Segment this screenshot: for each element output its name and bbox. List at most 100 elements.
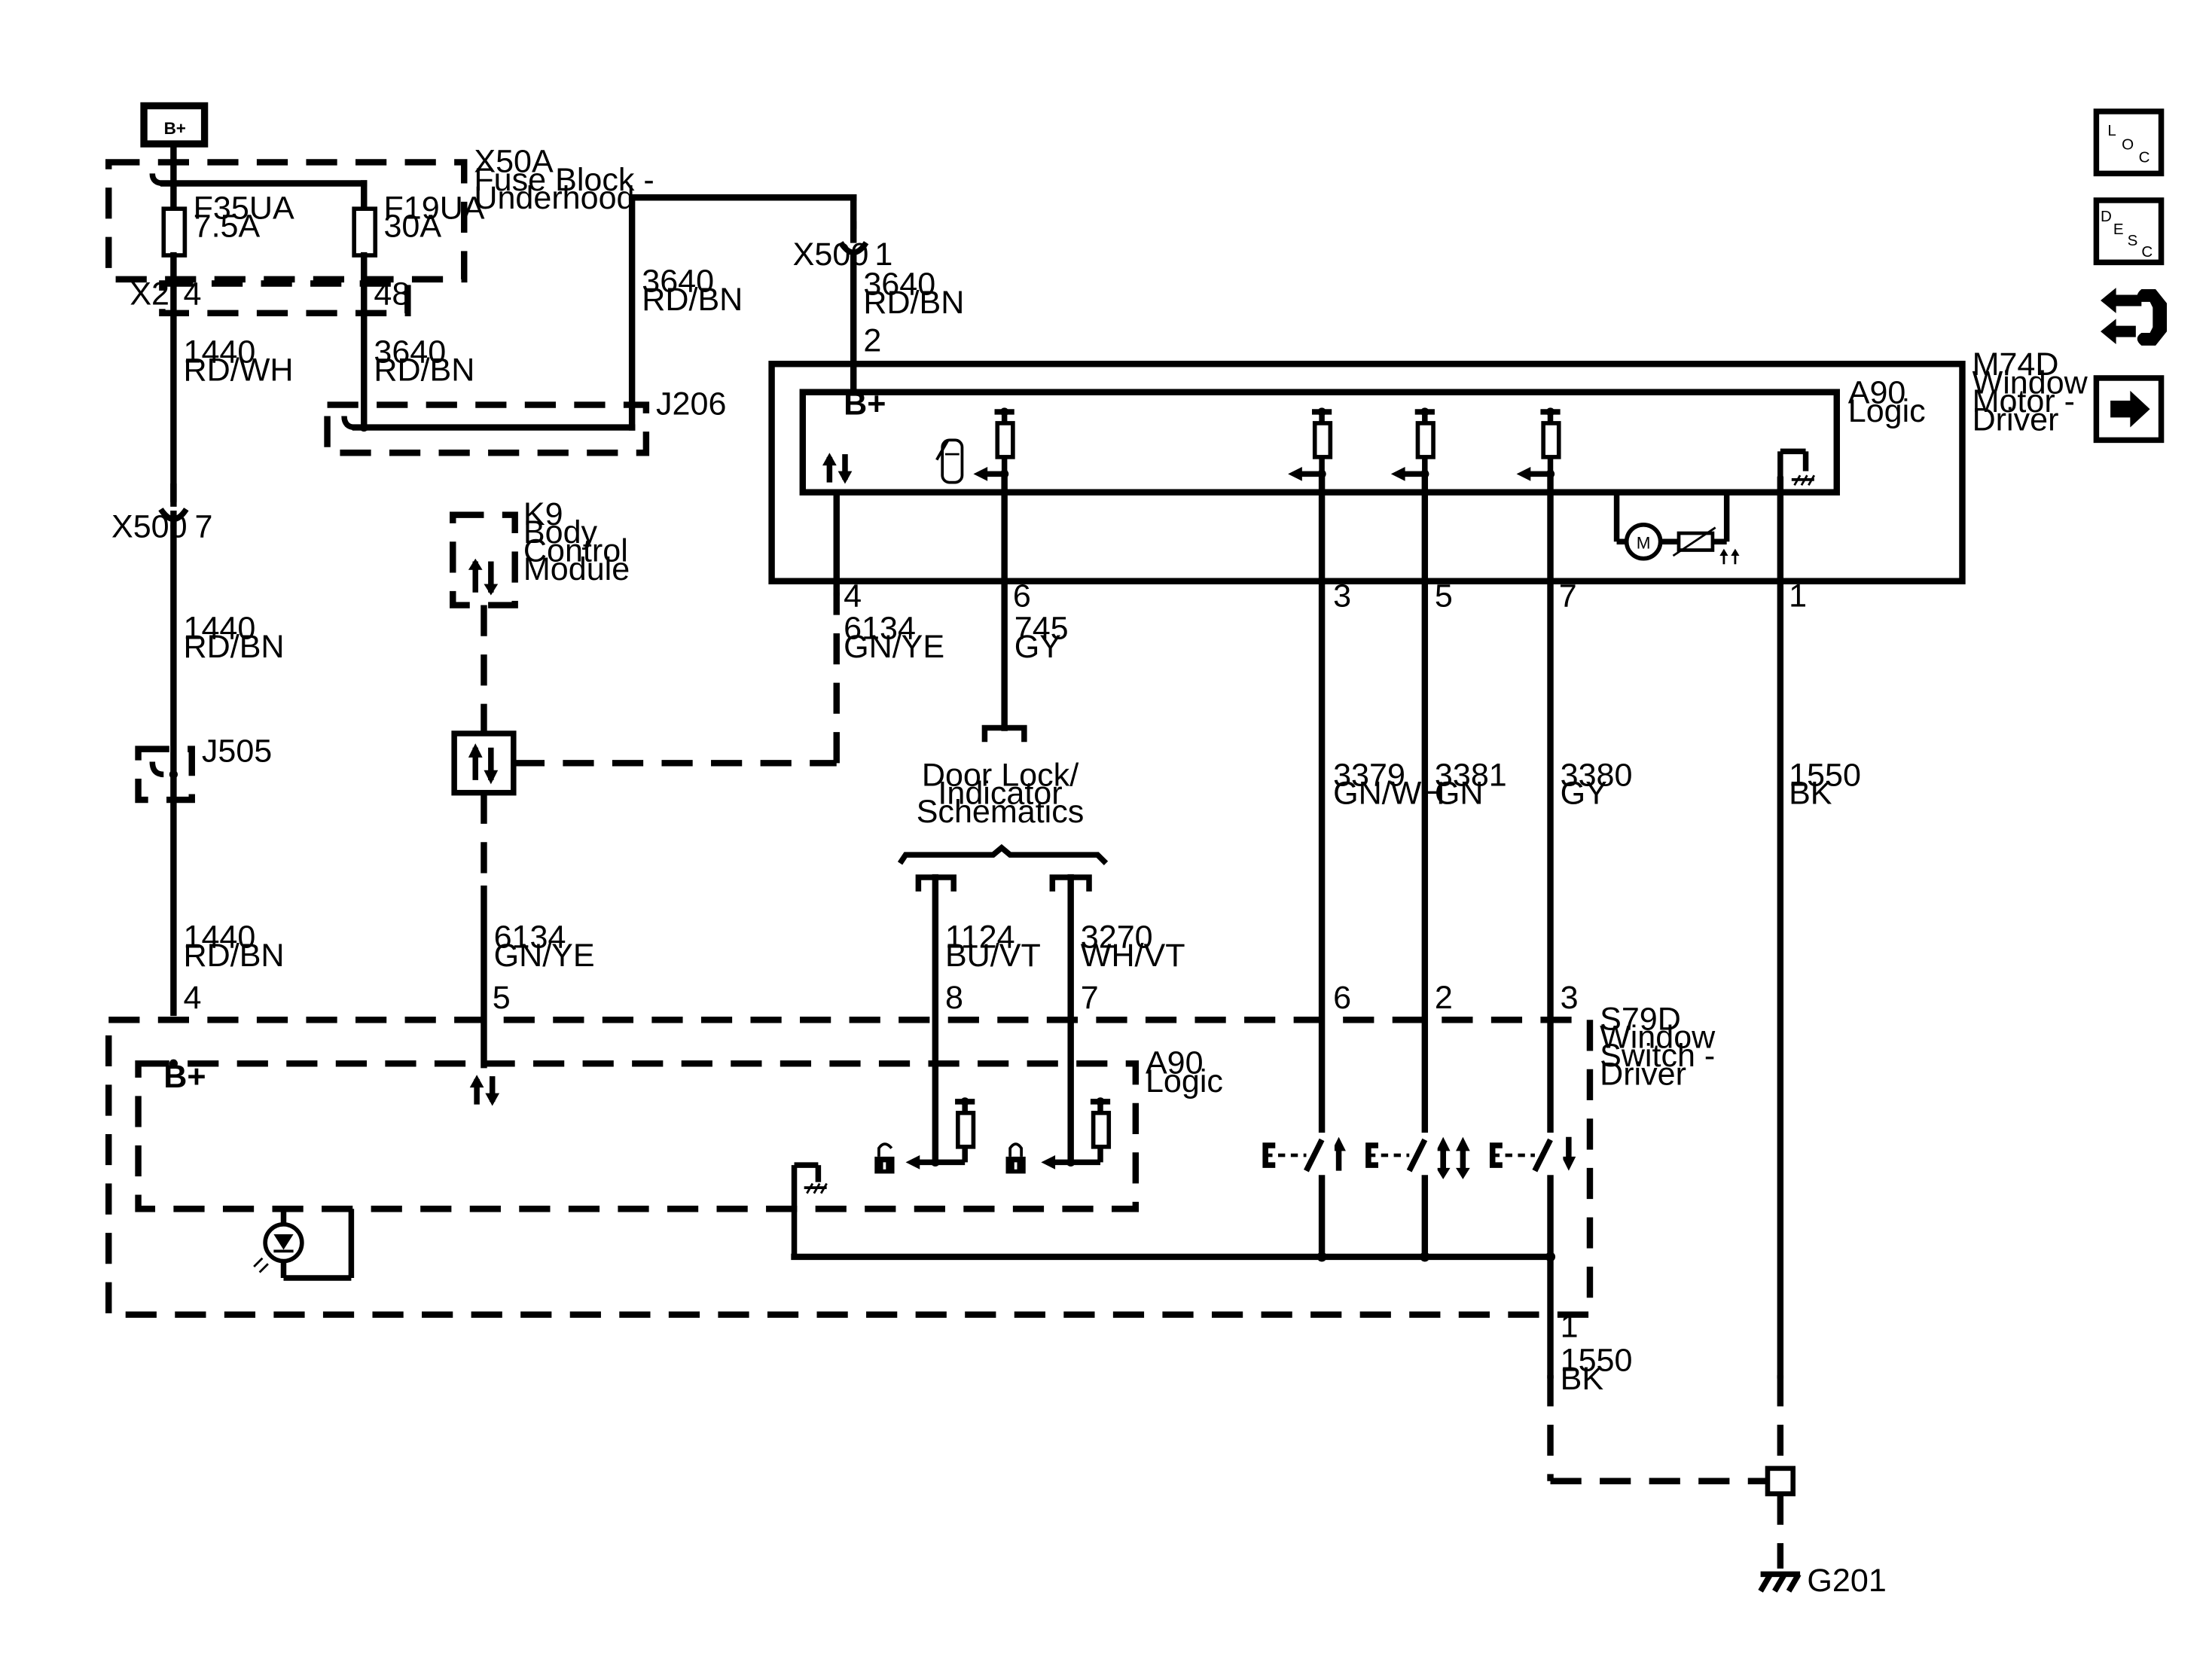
splice-j206: J206 bbox=[324, 194, 857, 456]
motor-unit: M bbox=[1613, 492, 1740, 565]
wire-3381-num: 3381 bbox=[1435, 757, 1507, 793]
wire-1124-num: 1124 bbox=[945, 919, 1015, 956]
fuse1-amp: 7.5A bbox=[194, 209, 261, 245]
loc-button[interactable]: L O C bbox=[2093, 108, 2165, 177]
bcm-name-2: Control bbox=[523, 532, 628, 569]
fuse-block-x50a: X50A Fuse Block - Underhood F35UA 7.5A F… bbox=[105, 144, 654, 1017]
motor-pin1: 1 bbox=[1789, 578, 1807, 614]
door-lock-line-2: Indicator bbox=[938, 776, 1062, 812]
wire-3640-num-3: 3640 bbox=[863, 266, 935, 302]
motor-pin2: 2 bbox=[863, 322, 881, 358]
window-switch-s79d: S79D Window Switch - Driver 4 5 8 7 6 2 … bbox=[105, 980, 1716, 1345]
switch-pin6: 6 bbox=[1333, 980, 1351, 1016]
motor-name-2: Motor - bbox=[1972, 383, 2075, 419]
wire-1440-num-3: 1440 bbox=[184, 919, 256, 956]
wire-1550-num-1: 1550 bbox=[1789, 757, 1861, 793]
x500-pin1: 1 bbox=[874, 236, 892, 273]
battery-supply: B+ bbox=[140, 102, 209, 187]
wire-1440-color-1: RD/WH bbox=[184, 352, 294, 389]
wire-3381-color: GN bbox=[1435, 776, 1484, 812]
x2-pin4: 4 bbox=[184, 276, 202, 313]
wire-6134-color-1: GN/YE bbox=[844, 629, 944, 665]
switch-data-arrow-icon bbox=[469, 1075, 500, 1106]
window-motor-m74d: M74D Window Motor - Driver 2 A90 Logic B… bbox=[768, 322, 2088, 731]
x500-label-2: X500 bbox=[111, 509, 188, 545]
ground-g201-icon: G201 bbox=[1758, 1563, 1887, 1599]
x500-pin7: 7 bbox=[194, 509, 212, 545]
wire-1550-color-2: BK bbox=[1561, 1361, 1604, 1397]
wire-3640-color-1: RD/BN bbox=[374, 352, 474, 389]
j206-label: J206 bbox=[656, 386, 726, 422]
x2-pin48: 48 bbox=[374, 276, 410, 313]
wire-1440-color-2: RD/BN bbox=[184, 629, 285, 665]
door-lock-line-3: Schematics bbox=[917, 794, 1085, 830]
switch-name-3: Driver bbox=[1600, 1056, 1686, 1092]
door-lock-schematic-ref: Door Lock/ Indicator Schematics bbox=[897, 724, 1109, 1166]
express-down-switch bbox=[1489, 1136, 1576, 1173]
switch-logic-ground-icon bbox=[791, 1162, 828, 1257]
motor-logic-ref: A90 bbox=[1848, 375, 1906, 411]
j505-label: J505 bbox=[202, 733, 272, 769]
motor-internal-ground-icon bbox=[1777, 448, 1816, 486]
motor-name-1: Window bbox=[1972, 365, 2088, 401]
wire-745-num: 745 bbox=[1014, 611, 1069, 647]
wire-3380-num: 3380 bbox=[1561, 757, 1633, 793]
fuse2-ref: F19UA bbox=[383, 190, 484, 226]
loc-l: L bbox=[2107, 122, 2116, 139]
bidirectional-arrow-icon bbox=[468, 558, 499, 596]
switch-logic-name: Logic bbox=[1146, 1063, 1223, 1099]
motor-logic-name: Logic bbox=[1848, 393, 1926, 429]
fuse-block-name-2: Underhood bbox=[474, 180, 634, 216]
desc-button[interactable]: D E S C bbox=[2093, 197, 2165, 266]
switch-name-1: Window bbox=[1600, 1020, 1716, 1056]
wire-3640-num-1: 3640 bbox=[374, 334, 446, 370]
wire-3270-num: 3270 bbox=[1081, 919, 1153, 956]
fuse2-amp: 30A bbox=[383, 209, 441, 245]
lock-icon bbox=[1005, 1142, 1026, 1174]
connector-icon[interactable] bbox=[2101, 288, 2168, 346]
unlock-icon bbox=[874, 1142, 895, 1174]
wire-6134-color-2: GN/YE bbox=[494, 938, 595, 974]
wire-1550-color-1: BK bbox=[1789, 776, 1832, 812]
wire-745-color: GY bbox=[1014, 629, 1061, 665]
switch-pin1: 1 bbox=[1561, 1309, 1579, 1345]
door-ajar-icon bbox=[935, 438, 964, 484]
switch-pin7: 7 bbox=[1081, 980, 1099, 1016]
motor-data-arrow-icon bbox=[822, 453, 853, 484]
next-arrow-icon[interactable] bbox=[2093, 375, 2165, 444]
wire-3640-color-2: RD/BN bbox=[642, 282, 743, 318]
bplus-label: B+ bbox=[164, 119, 186, 138]
bcm-ref: K9 bbox=[523, 496, 563, 532]
fuse-f19ua bbox=[352, 206, 378, 258]
motor-pin3: 3 bbox=[1333, 578, 1351, 614]
motor-pin5: 5 bbox=[1435, 578, 1453, 614]
wire-6134-num-1: 6134 bbox=[844, 611, 916, 647]
desc-s: S bbox=[2128, 232, 2138, 249]
wire-3640-color-3: RD/BN bbox=[863, 285, 964, 321]
switch-pin8: 8 bbox=[945, 980, 963, 1016]
body-control-module-k9: K9 Body Control Module bbox=[450, 496, 630, 734]
motor-pin6: 6 bbox=[1013, 578, 1031, 614]
backlight-led-icon bbox=[253, 1209, 355, 1281]
desc-d: D bbox=[2101, 208, 2112, 225]
splice-j505: J505 bbox=[135, 733, 272, 804]
wire-3379-num: 3379 bbox=[1333, 757, 1405, 793]
motor-bplus: B+ bbox=[844, 386, 886, 422]
loc-c: C bbox=[2139, 148, 2150, 166]
door-lock-line-1: Door Lock/ bbox=[922, 757, 1079, 793]
wire-3379-color: GN/WH bbox=[1333, 776, 1445, 812]
switch-ref: S79D bbox=[1600, 1001, 1681, 1037]
serial-data-node bbox=[451, 592, 840, 1069]
wire-1124-color: BU/VT bbox=[945, 938, 1041, 974]
connector-x2: X2 4 48 bbox=[130, 276, 411, 317]
motor-symbol: M bbox=[1637, 534, 1651, 553]
motor-pin4: 4 bbox=[844, 578, 862, 614]
wire-1550-num-2: 1550 bbox=[1561, 1343, 1633, 1379]
desc-c: C bbox=[2141, 243, 2153, 261]
switch-pin5: 5 bbox=[493, 980, 511, 1016]
connector-x500-pin1: X500 1 bbox=[793, 221, 892, 367]
bcm-name-3: Module bbox=[523, 551, 630, 587]
switch-name-2: Switch - bbox=[1600, 1038, 1715, 1074]
x2-label: X2 bbox=[130, 276, 169, 313]
wire-1440-color-3: RD/BN bbox=[184, 938, 285, 974]
